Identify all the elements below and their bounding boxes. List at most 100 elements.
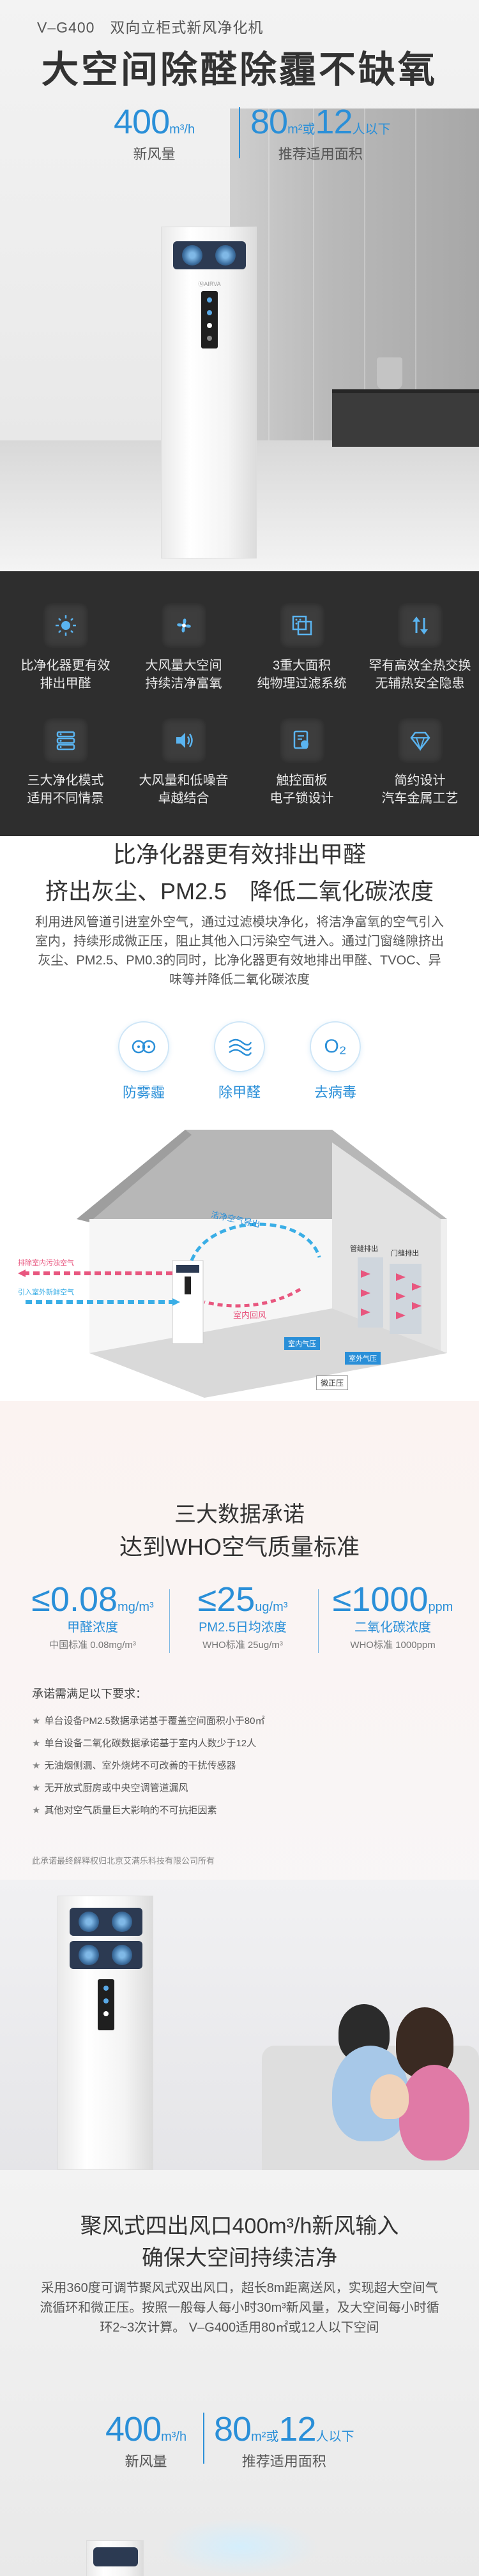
touch-panel-icon bbox=[279, 718, 324, 763]
air-outlet-section: 聚风式四出风口400m³/h新风输入 确保大空间持续洁净 采用360度可调节聚风… bbox=[0, 2170, 479, 2576]
area-stat: 80m²或12人以下 推荐适用面积 bbox=[250, 103, 391, 162]
condition-item: ★单台设备PM2.5数据承诺基于覆盖空间面积小于80㎡ bbox=[32, 1716, 265, 1726]
pressure-label: 微正压 bbox=[316, 1375, 349, 1390]
feature-label-line: 汽车金属工艺 bbox=[381, 791, 459, 805]
condition-item: ★单台设备二氧化碳数据承诺基于室内人数少于12人 bbox=[32, 1738, 257, 1749]
section-subtitle: 挤出灰尘、PM2.5 降低二氧化碳浓度 bbox=[45, 878, 434, 904]
section-description: 采用360度可调节聚风式双出风口，超长8m距离送风，实现超大空间气流循环和微正压… bbox=[40, 2281, 439, 2335]
benefit-label: 防雾霾 bbox=[122, 1084, 165, 1100]
feature-label-line: 适用不同情景 bbox=[27, 791, 104, 805]
stat-caption: 新风量 bbox=[133, 146, 176, 162]
benefit-label: 去病毒 bbox=[314, 1084, 356, 1100]
feature-label-line: 纯物理过滤系统 bbox=[257, 677, 347, 691]
section-title: 聚风式四出风口400m³/h新风输入 bbox=[80, 2214, 399, 2238]
feature-label-line: 触控面板 bbox=[276, 774, 328, 788]
exhaust-label: 排除室内污浊空气 bbox=[18, 1259, 74, 1267]
feature-label-line: 大风量和低噪音 bbox=[139, 774, 229, 788]
stat-caption: 新风量 bbox=[125, 2453, 167, 2469]
feature-label: 简约设计汽车金属工艺 bbox=[361, 772, 479, 807]
feature-label: 触控面板电子锁设计 bbox=[243, 772, 361, 807]
volume-icon bbox=[161, 718, 206, 763]
metric-divider bbox=[169, 1589, 170, 1653]
formaldehyde-section: 比净化器更有效排出甲醛 挤出灰尘、PM2.5 降低二氧化碳浓度 利用进风管道引进… bbox=[0, 836, 479, 1401]
stat-caption: 推荐适用面积 bbox=[278, 146, 363, 162]
airflow-glow bbox=[160, 2518, 319, 2575]
house-airflow-diagram: 排除室内污浊空气 引入室外新鲜空气 洁净空气导出 室内回风 室内气压 室外气压 … bbox=[0, 1117, 479, 1401]
benefit-label: 除甲醛 bbox=[218, 1084, 261, 1100]
co2-metric: ≤1000ppm 二氧化碳浓度 WHO标准 1000ppm bbox=[332, 1580, 453, 1651]
touch-panel bbox=[201, 291, 218, 348]
stat-divider bbox=[203, 2413, 204, 2464]
condition-item: ★无开放式厨房或中央空调管道漏风 bbox=[32, 1783, 188, 1793]
feature-label: 三大净化模式适用不同情景 bbox=[6, 772, 125, 807]
feature-label-line: 3重大面积 bbox=[272, 659, 331, 673]
feature-label: 比净化器更有效排出甲醛 bbox=[6, 657, 125, 693]
air-volume-stat: 400m³/h 新风量 bbox=[114, 103, 195, 162]
area-stat: 80m²或12人以下 推荐适用面积 bbox=[214, 2410, 354, 2469]
purifier-unit bbox=[57, 1896, 153, 2170]
formaldehyde-metric: ≤0.08mg/m³ 甲醛浓度 中国标准 0.08mg/m³ bbox=[31, 1580, 154, 1651]
touch-panel bbox=[98, 1979, 114, 2030]
air-outlet bbox=[173, 241, 246, 269]
remove-formaldehyde-icon bbox=[214, 1021, 265, 1072]
sun-filter-icon bbox=[43, 603, 88, 648]
feature-label-line: 简约设计 bbox=[394, 774, 446, 788]
conditions-heading: 承诺需满足以下要求： bbox=[32, 1688, 147, 1700]
outdoor-air-label: 室外气压 bbox=[345, 1352, 381, 1365]
purifier-unit: ⓃAIRVA bbox=[161, 227, 257, 558]
child bbox=[370, 2074, 409, 2119]
condition-item: ★其他对空气质量巨大影响的不可抗拒因素 bbox=[32, 1805, 217, 1816]
purifier-unit-top bbox=[86, 2540, 144, 2576]
feature-label: 大风量和低噪音卓越结合 bbox=[125, 772, 243, 807]
feature-label-line: 卓越结合 bbox=[158, 791, 209, 805]
fan-icon bbox=[161, 603, 206, 648]
fan-icon bbox=[182, 245, 202, 266]
feature-label: 大风量大空间持续洁净富氧 bbox=[125, 657, 243, 693]
diamond-icon bbox=[397, 718, 443, 763]
feature-label-line: 比净化器更有效 bbox=[20, 659, 110, 673]
hero-section: V–G400 双向立柜式新风净化机 大空间除醛除霾不缺氧 400m³/h 新风量… bbox=[0, 0, 479, 571]
fan-icon bbox=[112, 1945, 132, 1965]
metric-divider bbox=[318, 1589, 319, 1653]
feature-item: 大风量大空间持续洁净富氧 bbox=[125, 603, 243, 693]
feature-label-line: 罕有高效全热交换 bbox=[369, 659, 471, 673]
brand-mark: ⓃAIRVA bbox=[198, 281, 221, 287]
product-subtitle: V–G400 双向立柜式新风净化机 bbox=[37, 19, 264, 36]
hero-title: 大空间除醛除霾不缺氧 bbox=[41, 49, 437, 91]
who-standard-section: 三大数据承诺 达到WHO空气质量标准 ≤0.08mg/m³ 甲醛浓度 中国标准 … bbox=[0, 1401, 479, 2170]
intake-label: 引入室外新鲜空气 bbox=[18, 1289, 74, 1296]
feature-label-line: 三大净化模式 bbox=[27, 774, 104, 788]
feature-item: 三大净化模式适用不同情景 bbox=[6, 718, 125, 807]
section-subtitle: 确保大空间持续洁净 bbox=[142, 2246, 337, 2270]
feature-item: 3重大面积纯物理过滤系统 bbox=[243, 603, 361, 693]
stat-divider bbox=[239, 107, 240, 158]
feature-item: 简约设计汽车金属工艺 bbox=[361, 718, 479, 807]
oxygen-glyph: O₂ bbox=[324, 1036, 347, 1057]
anti-smog-icon bbox=[118, 1021, 169, 1072]
feature-label-line: 电子锁设计 bbox=[270, 791, 334, 805]
modes-icon bbox=[43, 718, 88, 763]
feature-label-line: 无辅热安全隐患 bbox=[375, 677, 465, 691]
feature-label-line: 排出甲醛 bbox=[40, 677, 91, 691]
feature-label: 3重大面积纯物理过滤系统 bbox=[243, 657, 361, 693]
door-gap-label: 门缝排出 bbox=[391, 1250, 419, 1257]
fan-icon bbox=[79, 1912, 99, 1932]
section-title: 三大数据承诺 bbox=[174, 1502, 305, 1527]
footnote: 此承诺最终解释权归北京艾满乐科技有限公司所有 bbox=[32, 1856, 215, 1866]
woman-body bbox=[399, 2065, 469, 2160]
pm25-metric: ≤25ug/m³ PM2.5日均浓度 WHO标准 25ug/m³ bbox=[197, 1580, 288, 1651]
section-description: 利用进风管道引进室外空气，通过过滤模块净化，将洁净富氧的空气引入室内，持续形成微… bbox=[35, 915, 444, 987]
fan-icon bbox=[79, 1945, 99, 1965]
wood-wall bbox=[230, 109, 479, 440]
stat-caption: 推荐适用面积 bbox=[241, 2453, 326, 2469]
air-inlet bbox=[70, 1941, 142, 1969]
feature-label: 罕有高效全热交换无辅热安全隐患 bbox=[361, 657, 479, 693]
feature-label-line: 大风量大空间 bbox=[145, 659, 222, 673]
section-subtitle: 达到WHO空气质量标准 bbox=[119, 1534, 360, 1560]
air-outlet bbox=[70, 1908, 142, 1936]
fan-icon bbox=[112, 1912, 132, 1932]
filter-layers-icon bbox=[279, 603, 324, 648]
return-air-label: 室内回风 bbox=[233, 1310, 267, 1320]
